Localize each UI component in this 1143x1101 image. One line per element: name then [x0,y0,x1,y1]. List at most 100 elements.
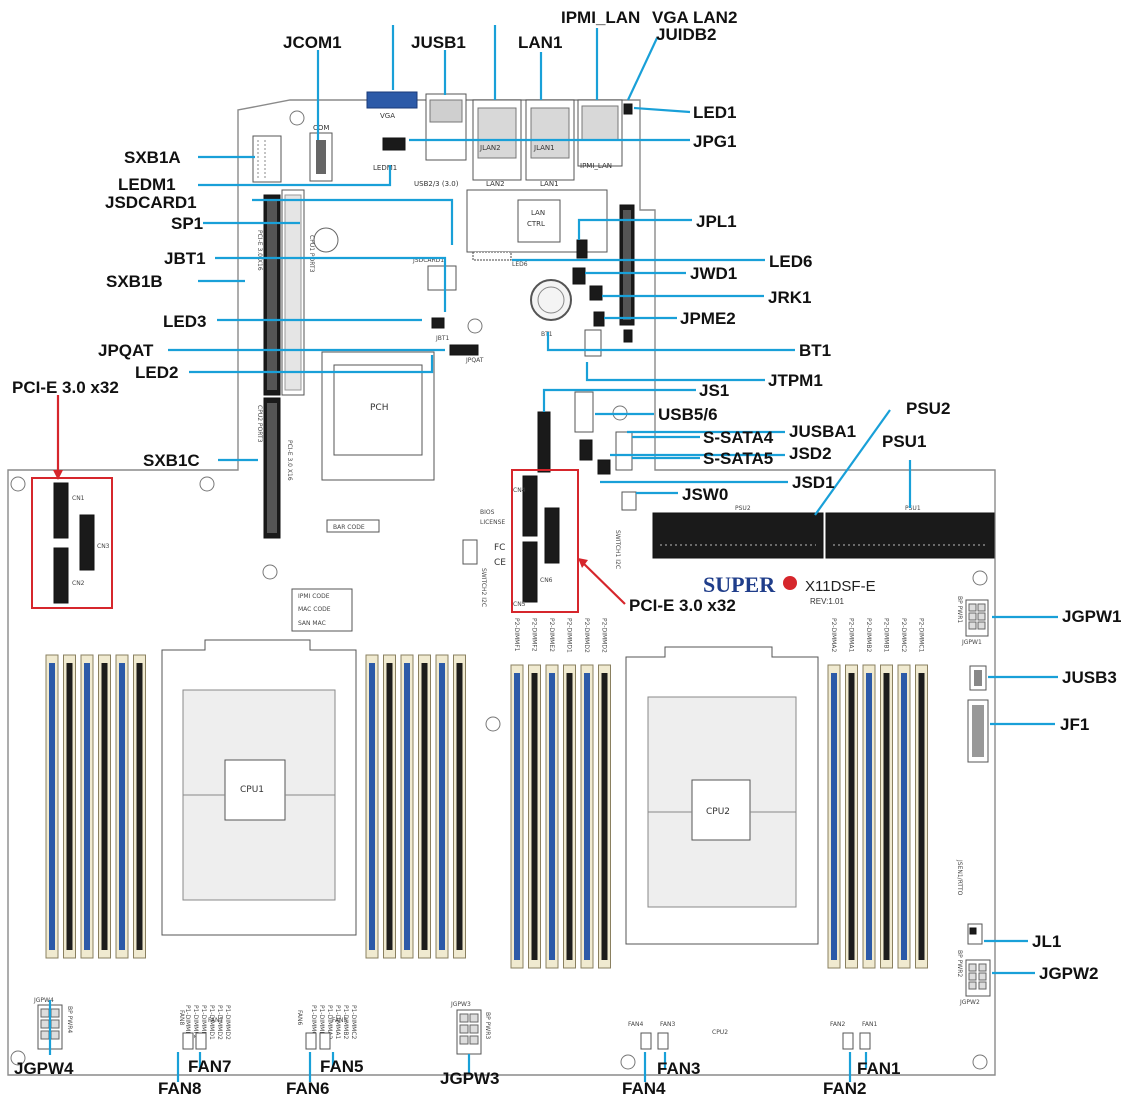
callout-fan5: FAN5 [320,1057,363,1076]
pcie-slot-right [619,204,635,326]
dimm-slot [584,673,590,960]
dimm-label: P1-DIMMF2 [192,1005,199,1039]
dimm-label: P2-DIMMF2 [531,618,538,652]
callout-sxb1c: SXB1C [143,451,200,470]
mac-code-label: MAC CODE [298,606,331,613]
silk-cn2: CN2 [72,580,85,587]
psu-connectors: PSU2 PSU1 [652,505,995,559]
silk-switch2-i2c: SWITCH2 I2C [480,568,487,607]
dimm-label: P2-DIMMC2 [900,618,907,653]
callout-fan2: FAN2 [823,1079,866,1098]
dimm-slot [566,673,573,960]
pcie-slots-left: PCI-E 3.0 X16 CPU1 PORT3 PCI-E 3.0 X16 C… [256,189,315,539]
dimm-label: P2-DIMMA2 [830,618,837,652]
silk-fan2: FAN2 [830,1021,845,1028]
callout-fan4: FAN4 [622,1079,666,1098]
callout-fan6: FAN6 [286,1079,329,1098]
dimm-label: P2-DIMMC1 [918,618,925,653]
silk-com: COM [313,124,329,132]
silk-lan2: LAN2 [486,180,505,188]
callout-psu1: PSU1 [882,432,926,451]
dimm-slot [901,673,907,960]
brand-logo-text: SUPER [703,572,776,597]
callout-sxb1b: SXB1B [106,272,163,291]
dimm-slot [883,673,890,960]
silk-jsdcard1: JSDCARD1 [412,257,444,264]
silk-cn1: CN1 [72,495,85,502]
callout-psu2: PSU2 [906,399,950,418]
dimm-slot [918,673,925,960]
lan-ctrl-label2: CTRL [527,220,545,228]
dimm-slot [136,663,143,950]
silk-cpu2-bottom: CPU2 [712,1029,728,1036]
dimm-slot [66,663,73,950]
callout-led3: LED3 [163,312,206,331]
dimm-slot [386,663,393,950]
dimm-label: P1-DIMMD2 [216,1005,223,1040]
silk-cn4: CN4 [513,487,526,494]
silk-pcie-x16-bottom: PCI-E 3.0 X16 [286,440,293,481]
callout-jcom1: JCOM1 [283,33,342,52]
ce-mark: CE [494,558,506,568]
silk-cn6: CN6 [540,577,553,584]
callout-pcie-left: PCI-E 3.0 x32 [12,378,119,397]
silk-bp-pwr1: BP PWR1 [956,596,963,623]
pch-label: PCH [370,403,388,413]
callout-fan1: FAN1 [857,1059,900,1078]
silk-ledm1: LEDM1 [373,164,397,172]
board-revision: REV:1.01 [810,597,844,606]
cpu1-socket: CPU1 [161,639,357,936]
bios-label: BIOS [480,509,495,516]
silk-jlan1: JLAN1 [533,144,555,152]
silk-switch1-i2c: SWITCH1 I2C [614,530,621,569]
dimm-slot [831,673,837,960]
dimm-slot [119,663,125,950]
dimm-slot [101,663,108,950]
callout-led2: LED2 [135,363,178,382]
dimm-label: P2-DIMMD1 [566,618,573,653]
callout-jsdcard1: JSDCARD1 [105,193,197,212]
callout-fan3: FAN3 [657,1059,700,1078]
silk-usb23: USB2/3 (3.0) [414,180,459,188]
silk-psu1: PSU1 [905,505,921,512]
dimm-label: P1-DIMMB1 [318,1005,325,1039]
label-boxes: BAR CODE IPMI CODE MAC CODE SAN MAC [291,519,380,632]
callout-sxb1a: SXB1A [124,148,181,167]
silk-fan1: FAN1 [862,1021,877,1028]
dimm-label: P2-DIMMB2 [865,618,872,652]
dimm-label: P1-DIMMD2 [224,1005,231,1040]
center-connectors: BIOS LICENSE FC CE SWITCH2 I2C SWITCH1 I… [462,391,637,607]
callouts: JCOM1 JUSB1 LAN1 IPMI_LAN VGA LAN2 JUIDB… [12,8,1122,1098]
dimm-label: P2-DIMMD2 [601,618,608,653]
callout-usb56: USB5/6 [658,405,718,424]
dimm-slot [848,673,855,960]
lan-ctrl-label1: LAN [531,209,545,217]
callout-ipmi-lan: IPMI_LAN [561,8,640,27]
silk-fan6: FAN6 [296,1010,303,1025]
callout-jgpw3: JGPW3 [440,1069,500,1088]
callout-jgpw2: JGPW2 [1039,964,1099,983]
callout-sp1: SP1 [171,214,203,233]
callout-ssata5: S-SATA5 [703,449,773,468]
callout-ledm1: LEDM1 [118,175,176,194]
silk-lan1: LAN1 [540,180,559,188]
silk-led6: LED6 [512,261,528,268]
callout-vga: VGA [652,8,689,27]
ipmi-code-label: IPMI CODE [298,593,330,600]
dimm-label: P2-DIMMF1 [513,618,520,652]
cpu2-socket: CPU2 [625,646,819,945]
silk-fan4: FAN4 [628,1021,643,1028]
callout-jgpw1: JGPW1 [1062,607,1122,626]
silk-jpqat: JPQAT [465,357,484,364]
callout-ssata4: S-SATA4 [703,428,774,447]
dimm-slot [369,663,375,950]
callout-jusb1: JUSB1 [411,33,466,52]
board-model: X11DSF-E [805,578,876,595]
right-edge-connectors: JGPW1 BP PWR1 JSEN1/RTTO JGPW2 BP PWR2 [956,596,991,1006]
dimm-label: P2-DIMMB1 [883,618,890,652]
callout-lan1: LAN1 [518,33,562,52]
callout-jpme2: JPME2 [680,309,736,328]
bottom-headers: JGPW4 BP PWR4 JGPW3 BP PWR3 FAN8 FAN7 FA… [33,997,877,1055]
dimm-label: P1-DIMMF1 [184,1005,191,1039]
callout-fan8: FAN8 [158,1079,201,1098]
